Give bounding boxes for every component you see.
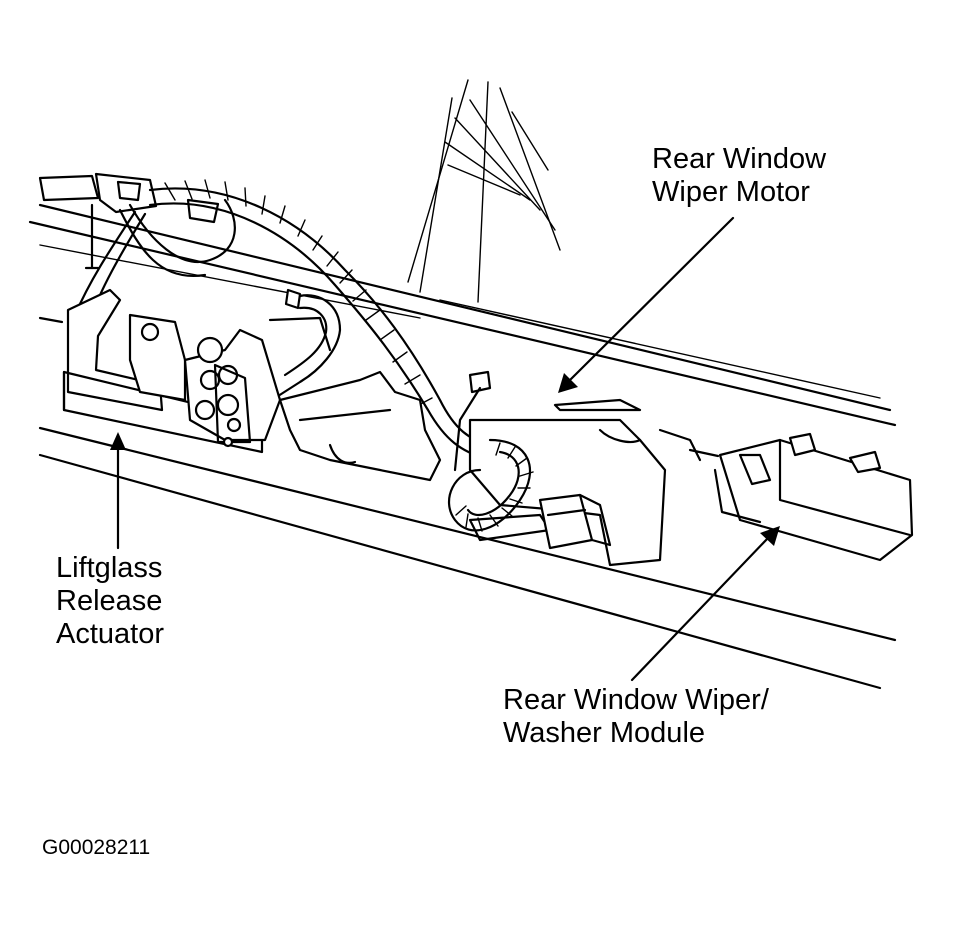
label-line: Rear Window Wiper/: [503, 684, 769, 716]
label-rear-window-wiper-motor: Rear Window Wiper Motor: [652, 143, 826, 209]
label-liftglass-release-actuator: Liftglass Release Actuator: [56, 552, 164, 651]
label-line: Release: [56, 585, 163, 617]
label-line: Actuator: [56, 618, 164, 650]
label-rear-window-wiper-washer-module: Rear Window Wiper/ Washer Module: [503, 684, 769, 750]
arrowhead-actuator: [110, 432, 126, 450]
label-line: Rear Window: [652, 143, 827, 175]
washer-tube: [273, 288, 342, 400]
leader-arrows: [110, 216, 780, 682]
wiper-motor-body: [278, 370, 702, 567]
figure-code: G00028211: [42, 836, 151, 859]
wiring-harness: [73, 179, 492, 460]
rear-glass-hatching: [407, 79, 561, 303]
motor-connector: [538, 493, 612, 550]
label-line: Washer Module: [503, 717, 706, 749]
arrowhead-motor: [558, 373, 578, 393]
arrowhead-module: [760, 526, 780, 546]
liftglass-release-actuator: [62, 288, 332, 454]
wiper-washer-module: [688, 432, 914, 562]
label-line: Wiper Motor: [652, 176, 810, 208]
label-line: Liftglass: [56, 552, 163, 584]
